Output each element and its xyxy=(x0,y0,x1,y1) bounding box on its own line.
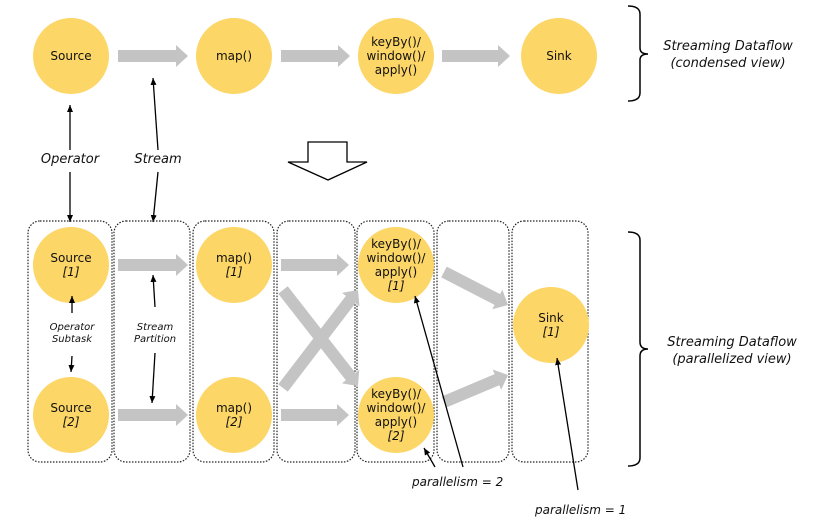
node-index: [1] xyxy=(543,325,560,339)
node-label: Sink xyxy=(538,311,564,325)
parallel-view: Source[1]Source[2]map()[1]map()[2]keyBy(… xyxy=(27,220,797,517)
parallel-caption-line2: (parallelized view) xyxy=(672,352,791,367)
condensed-bracket xyxy=(627,5,649,102)
flow-arrow-keyby-sink xyxy=(442,45,510,67)
node-index: [2] xyxy=(63,415,80,429)
node-source: Source xyxy=(33,18,109,94)
parallel-flow-arrows xyxy=(118,254,508,426)
parallel-caption-line1: Streaming Dataflow xyxy=(667,335,797,350)
node-label: window()/ xyxy=(367,401,427,415)
expand-down-arrow-icon xyxy=(287,141,368,181)
node-source-2: Source[2] xyxy=(33,377,109,453)
node-label: keyBy()/ xyxy=(371,387,422,401)
stream-partition-line2: Partition xyxy=(134,334,176,345)
subtask-pointer-down xyxy=(68,355,75,373)
node-circle xyxy=(513,287,589,363)
node-keyby-1: keyBy()/window()/apply()[1] xyxy=(358,227,434,303)
node-circle xyxy=(358,377,434,453)
node-circle xyxy=(196,227,272,303)
flow-arrow-map-keyby xyxy=(281,45,350,67)
condensed-caption-line1: Streaming Dataflow xyxy=(663,39,793,54)
flow-arrow-source1-map1 xyxy=(118,254,188,276)
node-keyby: keyBy()/window()/apply() xyxy=(358,18,434,94)
node-label: apply() xyxy=(375,265,417,279)
node-sink: Sink xyxy=(521,18,597,94)
lanes xyxy=(27,220,589,463)
node-circle xyxy=(358,227,434,303)
condensed-caption-line2: (condensed view) xyxy=(670,56,785,71)
parallel-nodes: Source[1]Source[2]map()[1]map()[2]keyBy(… xyxy=(33,227,589,453)
node-map: map() xyxy=(196,18,272,94)
parallel-bracket xyxy=(627,231,649,467)
flow-arrow-map2-keyby2 xyxy=(281,404,349,426)
stream-partition-line1: Stream xyxy=(137,322,174,333)
node-map-2: map()[2] xyxy=(196,377,272,453)
node-index: [2] xyxy=(388,429,405,443)
lane-1 xyxy=(27,220,113,463)
condensed-nodes: Source map() keyBy()/window()/apply() Sink xyxy=(33,18,597,94)
node-circle xyxy=(33,377,109,453)
node-index: [1] xyxy=(226,265,243,279)
node-label: map() xyxy=(216,251,252,265)
node-label: apply() xyxy=(375,63,417,77)
node-label: keyBy()/ xyxy=(371,237,422,251)
flow-arrow-map1-keyby1 xyxy=(281,254,349,276)
node-label: map() xyxy=(216,49,252,63)
parallelism-1-label: parallelism = 1 xyxy=(534,503,626,517)
lane-6 xyxy=(436,220,510,463)
node-circle xyxy=(33,18,109,94)
node-circle xyxy=(33,227,109,303)
flow-arrow-source2-map2 xyxy=(118,404,188,426)
parallelism-2-label: parallelism = 2 xyxy=(411,475,503,489)
node-label: Source xyxy=(50,401,91,415)
node-label: Sink xyxy=(546,49,572,63)
node-map-1: map()[1] xyxy=(196,227,272,303)
flow-arrow-source-map xyxy=(118,45,188,67)
lane-4 xyxy=(276,220,356,463)
parallelism-2-pointer-a xyxy=(423,447,436,468)
flow-arrow-keyby1-sink xyxy=(441,266,508,310)
flow-arrow-map2-keyby1 xyxy=(278,290,360,392)
node-index: [2] xyxy=(226,415,243,429)
stream-pointer-down xyxy=(150,171,159,223)
condensed-flow-arrows xyxy=(118,45,510,67)
node-source-1: Source[1] xyxy=(33,227,109,303)
parallelism-1-pointer xyxy=(555,357,579,491)
flow-arrow-keyby2-sink xyxy=(441,369,508,408)
node-label: map() xyxy=(216,401,252,415)
partition-pointer-down xyxy=(149,352,156,404)
lane-5 xyxy=(356,220,435,463)
node-index: [1] xyxy=(388,279,405,293)
top-annotations: Operator Stream xyxy=(41,77,368,223)
operator-subtask-line2: Subtask xyxy=(52,334,93,345)
node-index: [1] xyxy=(63,265,80,279)
node-keyby-2: keyBy()/window()/apply()[2] xyxy=(358,377,434,453)
lane-3 xyxy=(192,220,275,463)
operator-label: Operator xyxy=(41,152,101,167)
node-circle xyxy=(358,18,434,94)
node-label: Source xyxy=(50,251,91,265)
stream-pointer-up xyxy=(150,77,159,151)
node-circle xyxy=(521,18,597,94)
node-label: Source xyxy=(50,49,91,63)
node-label: keyBy()/ xyxy=(371,35,422,49)
stream-label: Stream xyxy=(134,152,181,167)
node-circle xyxy=(196,18,272,94)
node-label: window()/ xyxy=(367,49,427,63)
node-label: window()/ xyxy=(367,251,427,265)
operator-subtask-line1: Operator xyxy=(50,322,96,333)
node-label: apply() xyxy=(375,415,417,429)
node-sink-1: Sink[1] xyxy=(513,287,589,363)
node-circle xyxy=(196,377,272,453)
partition-pointer-up xyxy=(150,274,157,308)
parallelism-2-pointer-b xyxy=(414,295,464,468)
